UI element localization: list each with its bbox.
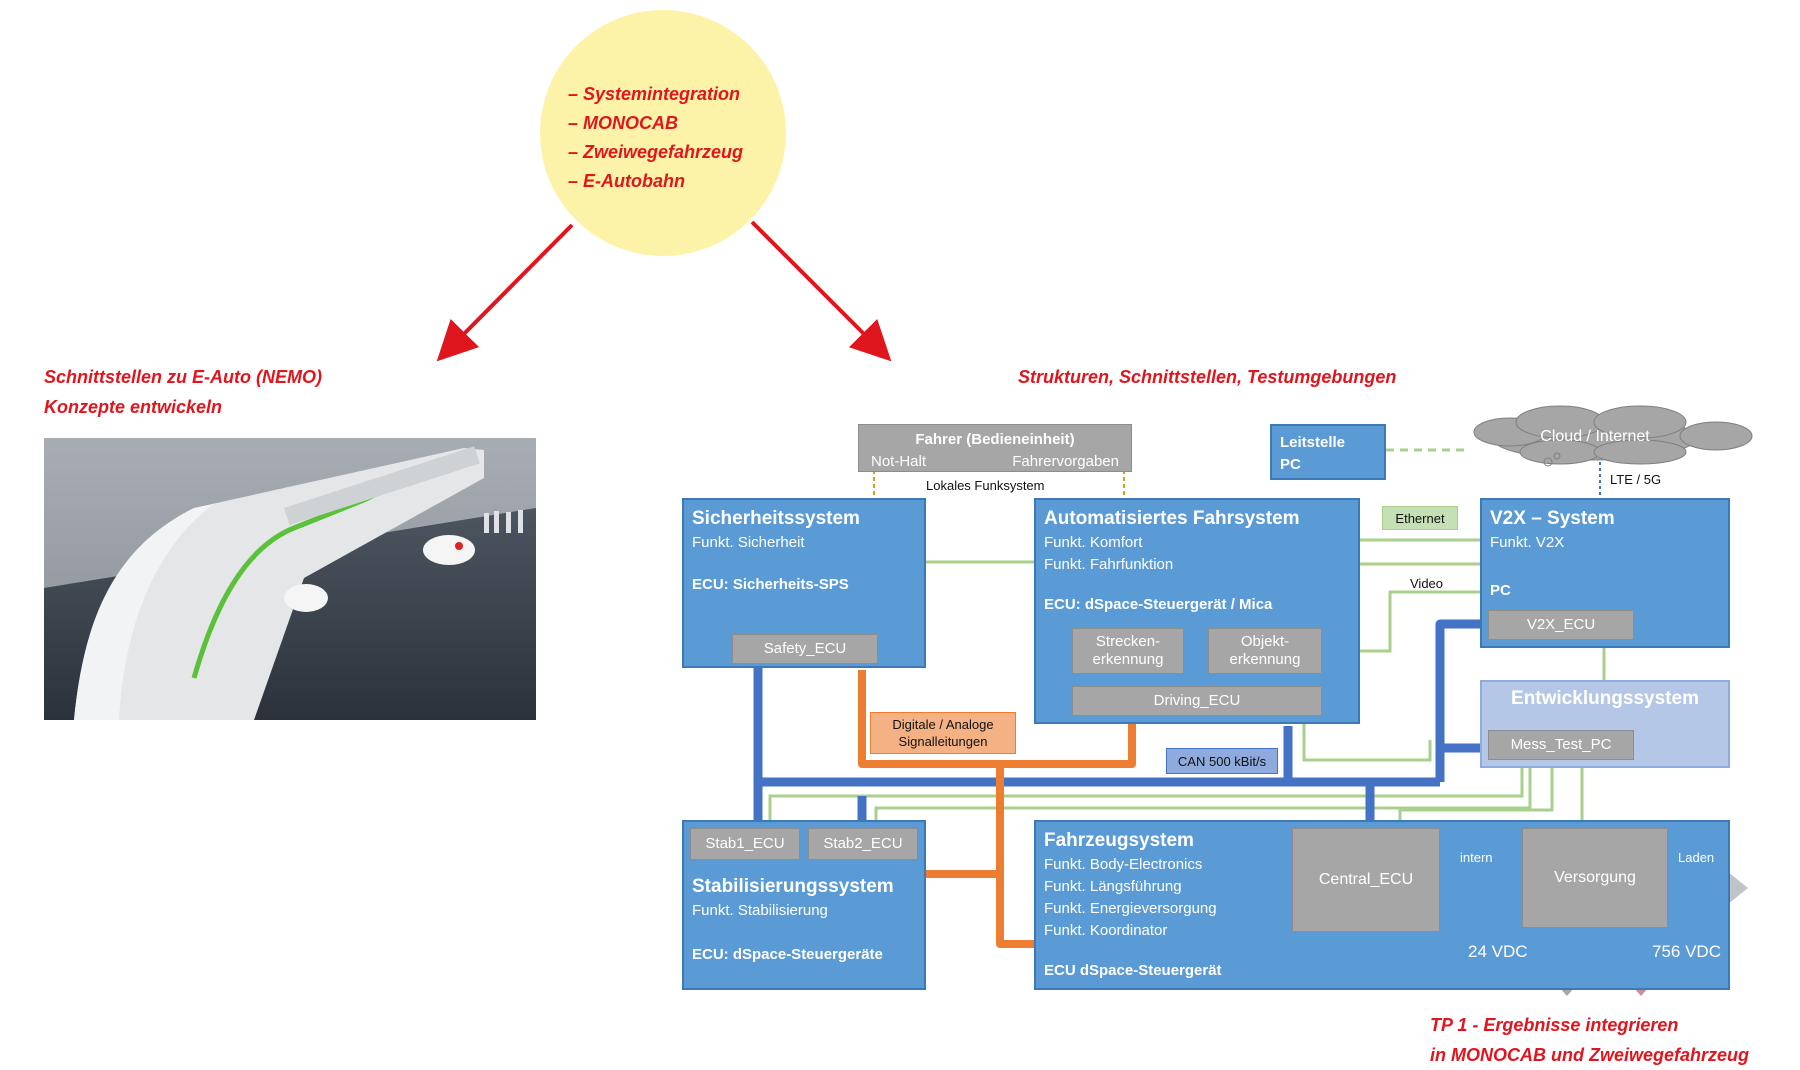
auto-func-fahrfunktion: Funkt. Fahrfunktion — [1044, 556, 1174, 573]
leitstelle-title: Leitstelle — [1280, 434, 1346, 451]
versorgung-unit: Versorgung — [1522, 828, 1668, 928]
fahrer-not-halt: Not-Halt — [871, 453, 927, 470]
streckenerkennung-unit: Strecken- erkennung — [1072, 628, 1184, 674]
sicherheit-func: Funkt. Sicherheit — [692, 534, 805, 551]
fahrzeug-title: Fahrzeugsystem — [1044, 830, 1194, 851]
stab-title: Stabilisierungssystem — [692, 876, 894, 897]
left-heading: Schnittstellen zu E-Auto (NEMO) Konzepte… — [44, 362, 322, 422]
leitstelle-pc: PC — [1280, 456, 1301, 473]
concept-item: – Zweiwegefahrzeug — [568, 142, 744, 162]
video-label: Video — [1410, 576, 1444, 591]
safety-ecu: Safety_ECU — [732, 634, 878, 664]
auto-ecu: ECU: dSpace-Steuergerät / Mica — [1044, 596, 1273, 613]
central-ecu: Central_ECU — [1292, 828, 1440, 932]
fahrzeug-func-body: Funkt. Body-Electronics — [1044, 856, 1203, 873]
entwicklung-title: Entwicklungssystem — [1511, 688, 1699, 709]
fahrzeugsystem-box: Fahrzeugsystem Funkt. Body-Electronics F… — [1034, 820, 1730, 990]
concept-list: – Systemintegration – MONOCAB – Zweiwege… — [568, 80, 743, 196]
vehicle-render-image — [44, 438, 536, 720]
ethernet-label: Ethernet — [1382, 506, 1458, 530]
stab2-ecu: Stab2_ECU — [808, 828, 918, 860]
fahrzeug-func-energie: Funkt. Energieversorgung — [1044, 900, 1217, 917]
arrow-left — [436, 223, 574, 362]
stab-ecu: ECU: dSpace-Steuergeräte — [692, 946, 883, 963]
fahrer-box: Fahrer (Bedieneinheit) Not-Halt Fahrervo… — [858, 424, 1132, 472]
laden-label: Laden — [1678, 850, 1715, 865]
can-label: CAN 500 kBit/s — [1166, 748, 1278, 774]
v2x-system-box: V2X – System Funkt. V2X PC V2X_ECU — [1480, 498, 1730, 648]
auto-func-komfort: Funkt. Komfort — [1044, 534, 1143, 551]
stab1-ecu: Stab1_ECU — [690, 828, 800, 860]
fahrzeug-func-koordinator: Funkt. Koordinator — [1044, 922, 1168, 939]
automatisiertes-fahrsystem-box: Automatisiertes Fahrsystem Funkt. Komfor… — [1034, 498, 1360, 724]
funksystem-label: Lokales Funksystem — [926, 478, 1045, 493]
right-heading: Strukturen, Schnittstellen, Testumgebung… — [1018, 367, 1397, 387]
concept-item: – Systemintegration — [568, 84, 741, 104]
signalleitungen-label: Digitale / Analoge Signalleitungen — [870, 712, 1016, 754]
sicherheit-ecu: ECU: Sicherheits-SPS — [692, 576, 849, 593]
mess-test-pc: Mess_Test_PC — [1488, 730, 1634, 760]
fahrzeug-func-laengs: Funkt. Längsführung — [1044, 878, 1182, 895]
v2x-func: Funkt. V2X — [1490, 534, 1565, 551]
stabilisierungssystem-box: Stab1_ECU Stab2_ECU Stabilisierungssyste… — [682, 820, 926, 990]
auto-title: Automatisiertes Fahrsystem — [1044, 508, 1300, 529]
leitstelle-box: Leitstelle PC — [1270, 424, 1386, 480]
arrow-right — [750, 220, 892, 362]
cloud-shape — [1473, 405, 1753, 465]
intern-label: intern — [1460, 850, 1493, 865]
v2x-pc: PC — [1490, 582, 1511, 599]
fahrer-title: Fahrer (Bedieneinheit) — [915, 431, 1075, 448]
left-heading-line2: Konzepte entwickeln — [44, 397, 223, 417]
concept-circle — [540, 10, 786, 256]
cloud-label: Cloud / Internet — [1540, 428, 1650, 445]
v756-label: 756 VDC — [1652, 942, 1721, 961]
bottom-note-line1: TP 1 - Ergebnisse integrieren — [1430, 1015, 1679, 1035]
fahrzeug-ecu: ECU dSpace-Steuergerät — [1044, 962, 1222, 979]
objekterkennung-unit: Objekt- erkennung — [1208, 628, 1322, 674]
v24-label: 24 VDC — [1468, 942, 1528, 961]
v2x-ecu: V2X_ECU — [1488, 610, 1634, 640]
entwicklungssystem-box: Entwicklungssystem Mess_Test_PC — [1480, 680, 1730, 768]
bottom-note: TP 1 - Ergebnisse integrieren in MONOCAB… — [1430, 1010, 1749, 1070]
sicherheit-title: Sicherheitssystem — [692, 508, 860, 529]
concept-item: – E-Autobahn — [568, 171, 685, 191]
driving-ecu: Driving_ECU — [1072, 686, 1322, 716]
bottom-note-line2: in MONOCAB und Zweiwegefahrzeug — [1430, 1045, 1750, 1065]
stab-func: Funkt. Stabilisierung — [692, 902, 828, 919]
lte-label: LTE / 5G — [1610, 472, 1662, 487]
left-heading-line1: Schnittstellen zu E-Auto (NEMO) — [44, 367, 322, 387]
concept-item: – MONOCAB — [568, 113, 679, 133]
fahrer-vorgaben: Fahrervorgaben — [1012, 453, 1119, 470]
v2x-title: V2X – System — [1490, 508, 1615, 529]
sicherheitssystem-box: Sicherheitssystem Funkt. Sicherheit ECU:… — [682, 498, 926, 668]
